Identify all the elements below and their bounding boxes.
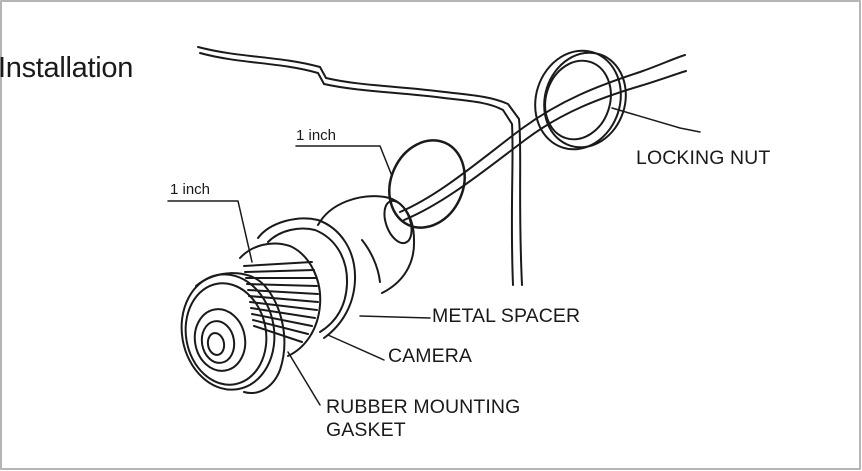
label-gasket-line-1: RUBBER MOUNTING bbox=[326, 396, 521, 418]
label-locking-nut: LOCKING NUT bbox=[636, 147, 771, 169]
label-camera: CAMERA bbox=[388, 345, 473, 367]
label-gasket-line-2: GASKET bbox=[326, 419, 406, 441]
label-rubber-mounting-gasket: RUBBER MOUNTING GASKET bbox=[326, 396, 520, 442]
label-hole-size-lower: 1 inch bbox=[170, 181, 211, 198]
wall-panel bbox=[197, 46, 523, 286]
locking-nut-drawing bbox=[534, 49, 627, 151]
diagram-title: Installation bbox=[0, 52, 134, 84]
leader-lines bbox=[167, 107, 701, 406]
label-metal-spacer: METAL SPACER bbox=[432, 305, 581, 327]
camera-cable bbox=[399, 54, 687, 221]
wall-hole bbox=[388, 139, 466, 229]
camera-drawing bbox=[180, 195, 416, 394]
label-hole-size-upper: 1 inch bbox=[296, 127, 337, 144]
